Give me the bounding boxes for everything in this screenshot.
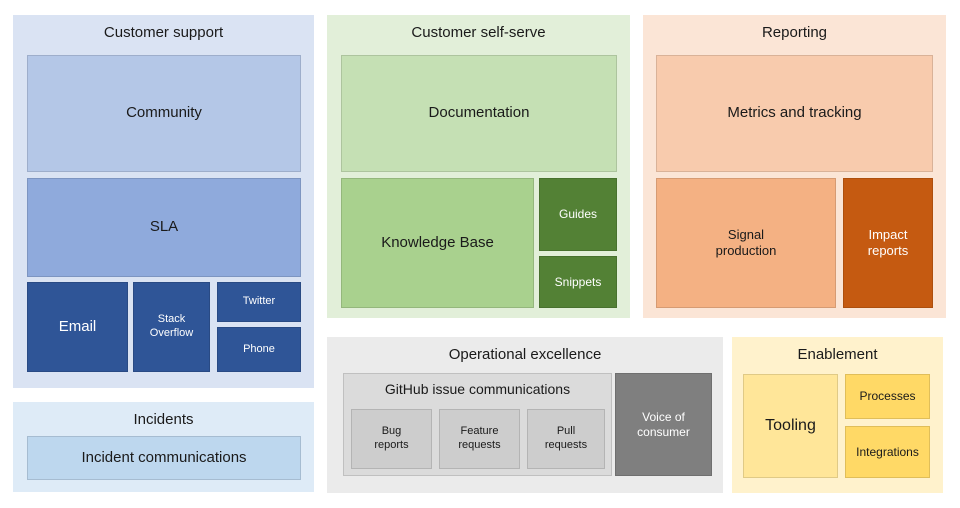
panel-title-reporting: Reporting <box>761 24 828 41</box>
box-knowledge-base: Knowledge Base <box>341 178 534 308</box>
box-bug-reports: Bug reports <box>351 409 432 469</box>
box-sla: SLA <box>27 178 301 277</box>
box-metrics-and-tracking: Metrics and tracking <box>656 55 933 172</box>
panel-enablement: Enablement Tooling Processes Integration… <box>732 337 943 493</box>
box-snippets: Snippets <box>539 256 617 308</box>
box-pull-requests: Pull requests <box>527 409 605 469</box>
box-documentation: Documentation <box>341 55 617 172</box>
panel-customer-self-serve: Customer self-serve Documentation Knowle… <box>327 15 630 318</box>
box-integrations: Integrations <box>845 426 930 478</box>
box-processes: Processes <box>845 374 930 419</box>
panel-incidents: Incidents Incident communications <box>13 402 314 492</box>
panel-title-customer-support: Customer support <box>103 24 224 41</box>
panel-title-operational-excellence: Operational excellence <box>448 346 602 363</box>
box-stack-overflow: Stack Overflow <box>133 282 210 372</box>
box-tooling: Tooling <box>743 374 838 478</box>
box-phone: Phone <box>217 327 301 372</box>
panel-title-customer-self-serve: Customer self-serve <box>411 24 546 41</box>
panel-customer-support: Customer support Community SLA Email Sta… <box>13 15 314 388</box>
panel-operational-excellence: Operational excellence GitHub issue comm… <box>327 337 723 493</box>
box-github-issue-communications: GitHub issue communications Bug reports … <box>343 373 612 476</box>
box-twitter: Twitter <box>217 282 301 322</box>
panel-title-enablement: Enablement <box>797 346 878 363</box>
box-community: Community <box>27 55 301 172</box>
box-incident-communications: Incident communications <box>27 436 301 480</box>
box-impact-reports: Impact reports <box>843 178 933 308</box>
panel-title-incidents: Incidents <box>133 411 194 428</box>
github-issue-communications-label: GitHub issue communications <box>384 381 571 397</box>
box-feature-requests: Feature requests <box>439 409 520 469</box>
box-email: Email <box>27 282 128 372</box>
box-signal-production: Signal production <box>656 178 836 308</box>
box-guides: Guides <box>539 178 617 251</box>
panel-reporting: Reporting Metrics and tracking Signal pr… <box>643 15 946 318</box>
box-voice-of-consumer: Voice of consumer <box>615 373 712 476</box>
